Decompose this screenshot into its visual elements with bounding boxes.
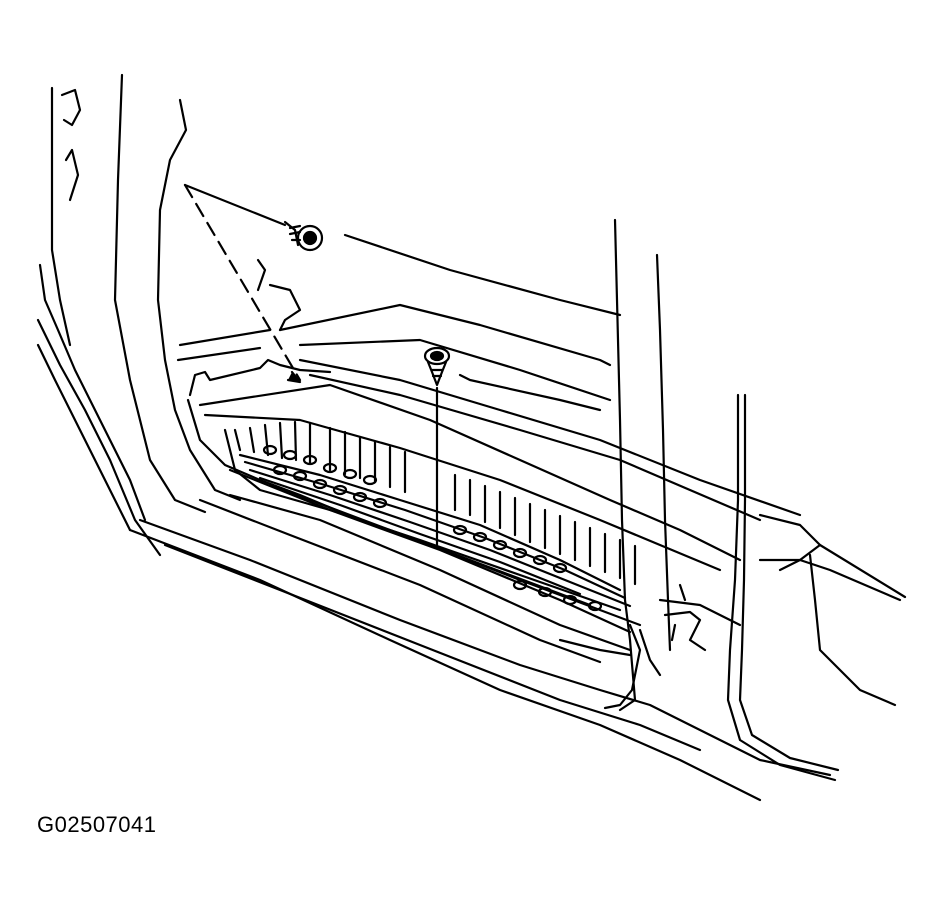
screw-upper-icon bbox=[283, 220, 324, 252]
upper-trim-lines bbox=[176, 233, 802, 522]
sill-plate-fastener-holes bbox=[262, 444, 603, 612]
push-pin-icon bbox=[423, 346, 451, 387]
rocker-panel-lines bbox=[128, 493, 832, 802]
sill-plate bbox=[186, 358, 742, 710]
leader-line-upper bbox=[183, 183, 302, 384]
left-pillar-outline bbox=[36, 73, 242, 557]
right-pillar-outline bbox=[613, 218, 907, 782]
figure-id-label: G02507041 bbox=[37, 812, 157, 837]
